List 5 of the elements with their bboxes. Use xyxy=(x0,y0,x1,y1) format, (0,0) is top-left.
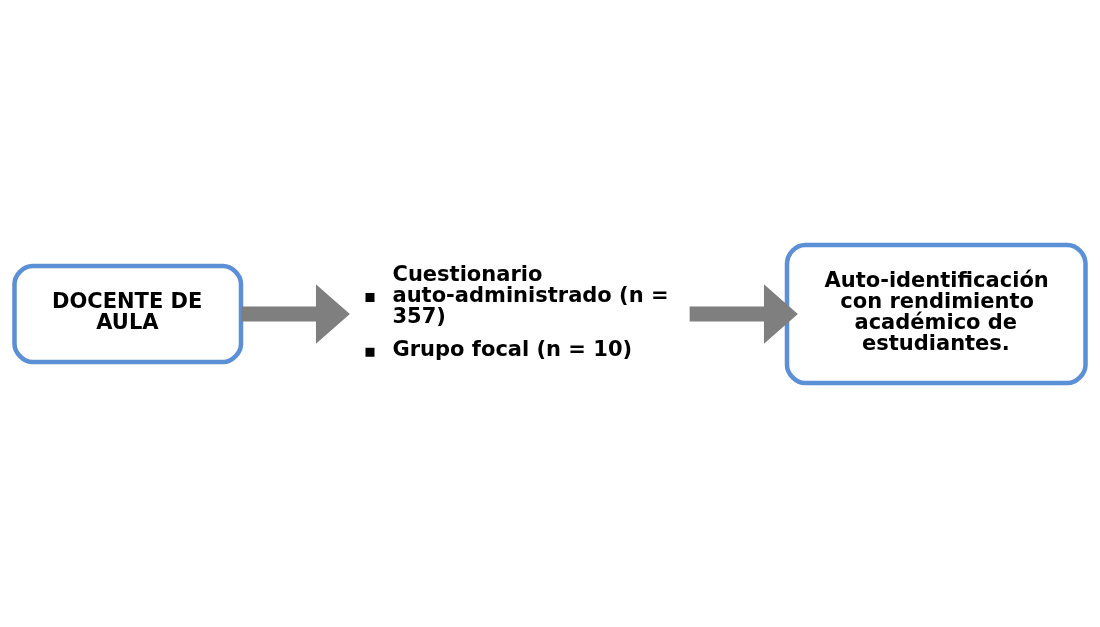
node-box: Auto-identificación con rendimiento académico de estudiantes. xyxy=(784,242,1088,385)
node-text: Cuestionario auto-administrado (n = 357) Grupo focal (n = 10) xyxy=(392,261,669,361)
arrow xyxy=(689,283,798,344)
node-box: DOCENTE DE AULA xyxy=(12,263,244,364)
arrow xyxy=(241,283,350,344)
